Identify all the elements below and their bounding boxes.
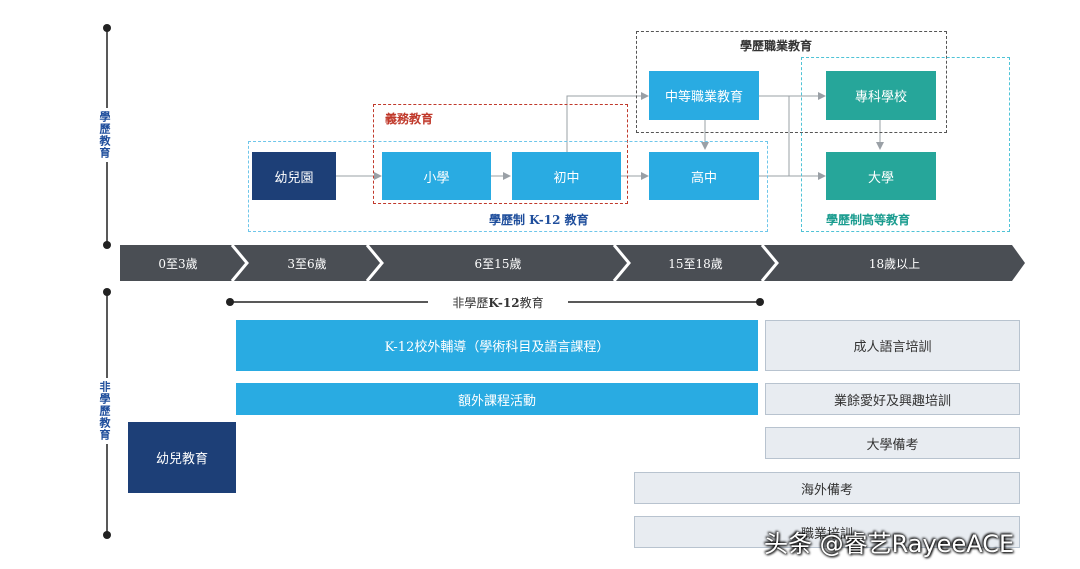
formal-axis-dot-bottom (103, 241, 111, 249)
extracurricular-box: 額外課程活動 (236, 383, 758, 415)
age-separator-2 (365, 244, 384, 282)
nonformal-k12-label-prefix: 非學歷 (452, 296, 489, 310)
junior-box: 初中 (512, 152, 621, 200)
overseas-prep-box: 海外備考 (634, 472, 1020, 504)
age-label-15-18: 15至18歲 (668, 256, 723, 271)
k12-group-label: 學歷制 K-12 教育 (489, 213, 589, 227)
nonformal-axis-dot-top (103, 288, 111, 296)
age-separator-4 (760, 244, 779, 282)
nonformal-k12-dot-right (756, 298, 764, 306)
vocational-training-box: 職業培訓 (634, 516, 1020, 548)
nonformal-k12-label: 非學歷K-12教育 (428, 294, 568, 311)
formal-axis-dot-top (103, 24, 111, 32)
early-childhood-box: 幼兒教育 (128, 422, 236, 493)
hobby-box: 業餘愛好及興趣培訓 (765, 383, 1020, 415)
age-label-0-3: 0至3歲 (158, 256, 198, 271)
age-label-18-plus: 18歲以上 (868, 256, 921, 271)
college-prep-box: 大學備考 (765, 427, 1020, 459)
age-separator-1 (230, 244, 249, 282)
kindergarten-box: 幼兒園 (252, 152, 336, 200)
adult-language-box: 成人語言培訓 (765, 320, 1020, 371)
higher-group-label: 學歷制高等教育 (826, 213, 911, 227)
compulsory-group-label: 義務教育 (385, 112, 434, 126)
secondary-vocational-box: 中等職業教育 (649, 71, 759, 120)
vocational-group-label: 學歷職業教育 (740, 39, 813, 53)
higher-group-frame (801, 57, 1010, 232)
age-bar-shape (120, 245, 1025, 281)
compulsory-group-frame (373, 104, 628, 204)
watermark-text: 头条 @睿艺RayeeACE (764, 530, 1015, 558)
primary-box: 小學 (382, 152, 491, 200)
senior-box: 高中 (649, 152, 759, 200)
k12-group-frame (248, 141, 768, 232)
junior-college-box: 專科學校 (826, 71, 936, 120)
nonformal-section-label: 非學歷教育 (96, 378, 112, 444)
tutoring-box: K-12校外輔導（學術科目及語言課程） (236, 320, 758, 371)
nonformal-k12-dot-left (226, 298, 234, 306)
nonformal-k12-label-bold: K-12 (488, 296, 520, 310)
arrow-junior-vocational (566, 92, 649, 152)
vocational-group-frame (636, 31, 947, 133)
formal-section-label: 學歷教育 (96, 108, 112, 162)
university-box: 大學 (826, 152, 936, 200)
age-label-3-6: 3至6歲 (287, 256, 327, 271)
nonformal-k12-label-suffix: 教育 (519, 296, 544, 310)
nonformal-axis-dot-bottom (103, 531, 111, 539)
age-separator-3 (612, 244, 631, 282)
age-label-6-15: 6至15歲 (474, 256, 522, 271)
